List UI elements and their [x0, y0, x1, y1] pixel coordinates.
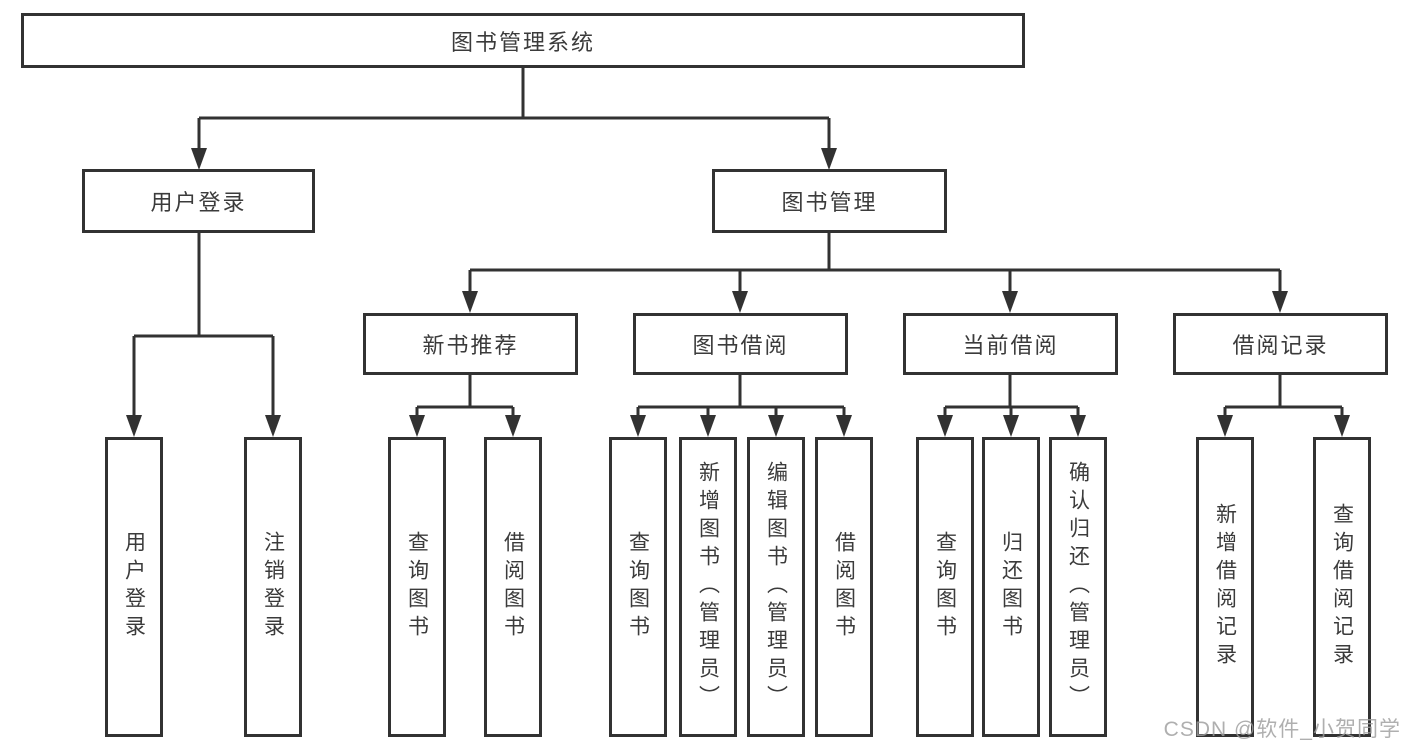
- leaf-borrow-books-1-label: 借阅图书: [501, 531, 525, 643]
- leaf-return-book: 归还图书: [982, 437, 1040, 737]
- leaf-add-book-admin-label: 新增图书（管理员）: [696, 461, 720, 713]
- leaf-query-books-1-label: 查询图书: [405, 531, 429, 643]
- arrow-heads: [126, 148, 1350, 437]
- node-borrow-records-label: 借阅记录: [1232, 333, 1329, 358]
- leaf-query-books-3-label: 查询图书: [933, 531, 957, 643]
- node-book-borrow: 图书借阅: [633, 313, 848, 375]
- leaf-user-login: 用户登录: [105, 437, 163, 737]
- csdn-watermark: CSDN @软件_小贺同学: [1163, 718, 1401, 741]
- node-user-login: 用户登录: [82, 169, 315, 233]
- node-new-book-recommend-label: 新书推荐: [422, 333, 519, 358]
- node-book-borrow-label: 图书借阅: [692, 333, 789, 358]
- leaf-user-login-label: 用户登录: [122, 531, 146, 643]
- leaf-borrow-books-2: 借阅图书: [815, 437, 873, 737]
- leaf-logout: 注销登录: [244, 437, 302, 737]
- leaf-query-borrow-record: 查询借阅记录: [1313, 437, 1371, 737]
- leaf-edit-book-admin-label: 编辑图书（管理员）: [764, 461, 788, 713]
- leaf-confirm-return-admin-label: 确认归还（管理员）: [1066, 461, 1090, 713]
- leaf-return-book-label: 归还图书: [999, 531, 1023, 643]
- leaf-confirm-return-admin: 确认归还（管理员）: [1049, 437, 1107, 737]
- leaf-query-books-2-label: 查询图书: [626, 531, 650, 643]
- leaf-add-borrow-record: 新增借阅记录: [1196, 437, 1254, 737]
- leaf-query-borrow-record-label: 查询借阅记录: [1330, 503, 1354, 671]
- node-root-label: 图书管理系统: [450, 29, 595, 55]
- leaf-edit-book-admin: 编辑图书（管理员）: [747, 437, 805, 737]
- leaf-add-borrow-record-label: 新增借阅记录: [1213, 503, 1237, 671]
- leaf-borrow-books-2-label: 借阅图书: [832, 531, 856, 643]
- node-borrow-records: 借阅记录: [1173, 313, 1388, 375]
- node-book-management-label: 图书管理: [781, 190, 878, 215]
- node-root: 图书管理系统: [21, 13, 1025, 68]
- node-current-borrow-label: 当前借阅: [962, 333, 1059, 358]
- leaf-add-book-admin: 新增图书（管理员）: [679, 437, 737, 737]
- leaf-logout-label: 注销登录: [261, 531, 285, 643]
- tree-edges: [132, 68, 1344, 419]
- leaf-query-books-2: 查询图书: [609, 437, 667, 737]
- node-user-login-label: 用户登录: [150, 190, 247, 215]
- leaf-query-books-1: 查询图书: [388, 437, 446, 737]
- node-current-borrow: 当前借阅: [903, 313, 1118, 375]
- node-new-book-recommend: 新书推荐: [363, 313, 578, 375]
- leaf-query-books-3: 查询图书: [916, 437, 974, 737]
- leaf-borrow-books-1: 借阅图书: [484, 437, 542, 737]
- node-book-management: 图书管理: [712, 169, 947, 233]
